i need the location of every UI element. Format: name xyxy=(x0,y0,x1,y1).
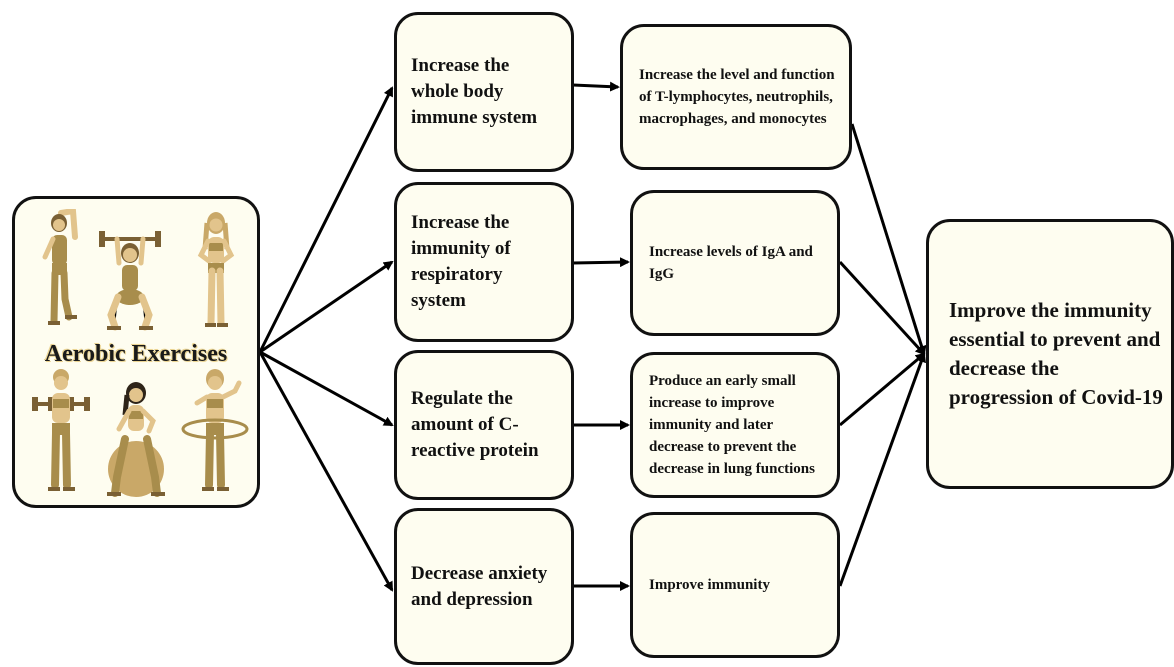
barbell-squat-woman-figure xyxy=(99,231,161,331)
effect-text: Increase the immunity of respiratory sys… xyxy=(411,212,511,311)
outcome-box-iga-igg: Increase levels of IgA and IgG xyxy=(630,190,840,336)
hula-hoop-woman-figure xyxy=(181,369,249,491)
arrow-effect-1-to-outcome-1 xyxy=(572,81,620,92)
effect-box-whole-body-immune: Increase the whole body immune system xyxy=(394,12,574,172)
final-outcome-box: Improve the immunity essential to preven… xyxy=(926,219,1174,489)
outcome-box-improve-immunity: Improve immunity xyxy=(630,512,840,658)
arrow-source-to-effect-2 xyxy=(259,260,394,354)
arrow-source-to-effect-1 xyxy=(258,86,394,353)
raised-arm-woman-figure xyxy=(42,209,78,325)
arrow-effect-2-to-outcome-2 xyxy=(572,257,630,268)
aerobic-exercises-box: Aerobic Exercises xyxy=(12,196,260,508)
ball-sitting-woman-figure xyxy=(107,382,165,497)
outcome-box-early-increase: Produce an early small increase to impro… xyxy=(630,352,840,498)
final-outcome-text: Improve the immunity essential to preven… xyxy=(949,298,1163,409)
effect-box-respiratory-immunity: Increase the immunity of respiratory sys… xyxy=(394,182,574,342)
outcome-text: Increase levels of IgA and IgG xyxy=(649,244,813,282)
outcome-text: Improve immunity xyxy=(649,577,770,593)
effect-text: Regulate the amount of C-reactive protei… xyxy=(411,388,539,461)
effect-text: Decrease anxiety and depression xyxy=(411,562,548,610)
outcome-text: Produce an early small increase to impro… xyxy=(649,373,815,477)
outcome-box-lymphocytes: Increase the level and function of T-lym… xyxy=(620,24,852,170)
dumbbell-woman-figure xyxy=(32,369,90,491)
effect-box-anxiety-depression: Decrease anxiety and depression xyxy=(394,508,574,665)
effect-text: Increase the whole body immune system xyxy=(411,55,538,128)
arrow-outcome-3-to-final xyxy=(839,352,926,427)
arrow-outcome-4-to-final xyxy=(838,352,926,587)
arrow-outcome-2-to-final xyxy=(838,260,926,356)
outcome-text: Increase the level and function of T-lym… xyxy=(639,67,835,127)
arrow-outcome-1-to-final xyxy=(850,123,927,356)
arrow-source-to-effect-3 xyxy=(259,350,394,427)
standing-woman-figure xyxy=(197,212,235,327)
arrow-source-to-effect-4 xyxy=(258,351,394,592)
effect-box-c-reactive-protein: Regulate the amount of C-reactive protei… xyxy=(394,350,574,500)
aerobic-exercises-label: Aerobic Exercises xyxy=(44,341,228,367)
